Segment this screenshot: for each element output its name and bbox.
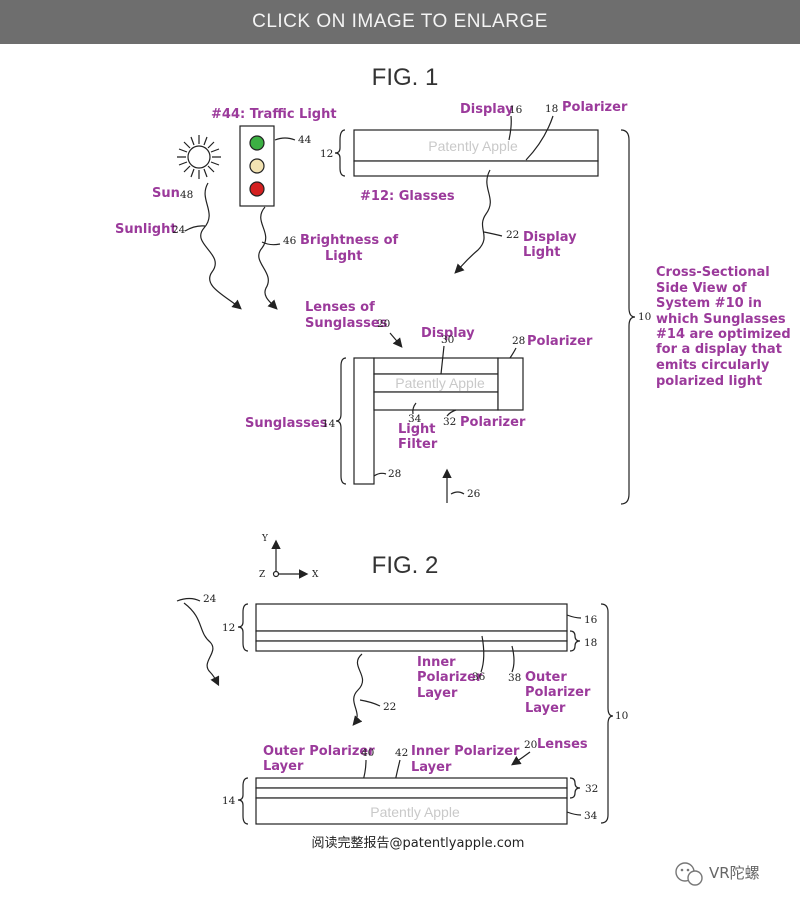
display-label-mid: Display — [421, 326, 475, 341]
ref-20: 20 — [377, 318, 390, 330]
watermark-1: Patently Apple — [428, 138, 518, 154]
ref-14: 14 — [322, 418, 336, 430]
outer-polarizer-label-2: Polarizer — [525, 685, 591, 700]
lenses-label-fig2: Lenses — [537, 737, 588, 752]
svg-text:System #10 in: System #10 in — [656, 296, 762, 311]
ref-14-fig2: 14 — [222, 795, 236, 807]
sunlight-label: Sunlight — [115, 222, 177, 237]
axis-z: Z — [259, 570, 265, 580]
ref-30: 30 — [441, 334, 454, 346]
enlarge-banner[interactable]: CLICK ON IMAGE TO ENLARGE — [0, 0, 800, 44]
lenses-label-2: Sunglasses — [305, 316, 388, 331]
svg-text:which Sunglasses: which Sunglasses — [656, 312, 786, 327]
ref-40: 40 — [361, 747, 374, 759]
ref-44: 44 — [298, 134, 312, 146]
inner-polarizer-low-label-2: Layer — [411, 760, 452, 775]
brightness-label-1: Brightness of — [300, 233, 399, 248]
patent-figure[interactable]: FIG. 1 Sun 48 #44: Traffic Light 44 Disp… — [0, 44, 800, 904]
inner-polarizer-label-3: Layer — [417, 686, 458, 701]
outer-polarizer-low-label-2: Layer — [263, 759, 304, 774]
ref-12: 12 — [320, 148, 333, 160]
wechat-icon — [675, 862, 703, 886]
lenses-label-1: Lenses of — [305, 300, 375, 315]
ref-20-fig2: 20 — [524, 739, 537, 751]
ref-22-fig2: 22 — [383, 701, 396, 713]
ref-22: 22 — [506, 229, 519, 241]
ref-12-fig2: 12 — [222, 622, 235, 634]
outer-polarizer-label-3: Layer — [525, 701, 566, 716]
glasses-label: #12: Glasses — [360, 189, 455, 204]
ref-34: 34 — [408, 413, 422, 425]
ref-46: 46 — [283, 235, 297, 247]
ref-34-fig2: 34 — [584, 810, 598, 822]
ref-24-fig2: 24 — [203, 593, 217, 605]
inner-polarizer-label-2: Polarizer — [417, 670, 483, 685]
ref-42: 42 — [395, 747, 408, 759]
glasses-display: Patently Apple — [353, 129, 599, 177]
axis-y: Y — [261, 534, 269, 544]
display-light-label-1: Display — [523, 230, 577, 245]
ref-32: 32 — [443, 416, 456, 428]
polarizer-label-top: Polarizer — [562, 100, 628, 115]
inner-polarizer-label-1: Inner — [417, 655, 456, 670]
footer-text: 阅读完整报告@patentlyapple.com — [312, 836, 525, 851]
cross-section-description: Cross-Sectional Side View of System #10 … — [656, 265, 791, 389]
svg-text:polarized light: polarized light — [656, 374, 762, 389]
ref-16-fig2: 16 — [584, 614, 598, 626]
ref-48: 48 — [180, 189, 193, 201]
ref-10: 10 — [638, 311, 651, 323]
display-stack — [255, 603, 568, 652]
svg-text:Cross-Sectional: Cross-Sectional — [656, 265, 770, 280]
sun-label: Sun — [152, 186, 180, 201]
ref-18-top: 18 — [545, 103, 558, 115]
ref-16: 16 — [509, 104, 523, 116]
inner-polarizer-low-label-1: Inner Polarizer — [411, 744, 520, 759]
display-light-label-2: Light — [523, 245, 561, 260]
traffic-light-icon — [239, 125, 275, 207]
ref-28-low: 28 — [388, 468, 401, 480]
polarizer-label-mid: Polarizer — [527, 334, 593, 349]
ref-38: 38 — [508, 672, 521, 684]
fig2-title: FIG. 2 — [372, 552, 439, 579]
sunglasses-label: Sunglasses — [245, 416, 328, 431]
svg-text:for a display that: for a display that — [656, 342, 782, 357]
light-filter-label-1: Light — [398, 422, 436, 437]
axes-icon: Y Z X — [259, 534, 319, 580]
sun-icon — [177, 135, 221, 179]
outer-polarizer-low-label-1: Outer Polarizer — [263, 744, 375, 759]
light-filter-label-2: Filter — [398, 437, 438, 452]
display-label-top: Display — [460, 102, 514, 117]
svg-text:emits circularly: emits circularly — [656, 358, 770, 373]
ref-10-fig2: 10 — [615, 710, 628, 722]
polarizer-label-low: Polarizer — [460, 415, 526, 430]
brightness-label-2: Light — [325, 249, 363, 264]
ref-18-fig2: 18 — [584, 637, 597, 649]
axis-x: X — [312, 570, 319, 580]
lens-stack: Patently Apple — [255, 777, 568, 825]
svg-text:Side View of: Side View of — [656, 281, 747, 296]
sunglasses-cross-section: Patently Apple — [353, 357, 524, 485]
ref-26: 26 — [467, 488, 481, 500]
outer-polarizer-label-1: Outer — [525, 670, 567, 685]
ref-24: 24 — [172, 224, 186, 236]
ref-36: 36 — [472, 671, 486, 683]
ref-32-fig2: 32 — [585, 783, 598, 795]
ref-28-top: 28 — [512, 335, 525, 347]
brand-watermark: VR陀螺 — [709, 864, 760, 882]
watermark-2: Patently Apple — [395, 375, 485, 391]
traffic-light-label: #44: Traffic Light — [211, 107, 337, 122]
watermark-3: Patently Apple — [370, 804, 460, 820]
svg-text:#14 are optimized: #14 are optimized — [656, 327, 791, 342]
fig1-title: FIG. 1 — [372, 64, 439, 91]
